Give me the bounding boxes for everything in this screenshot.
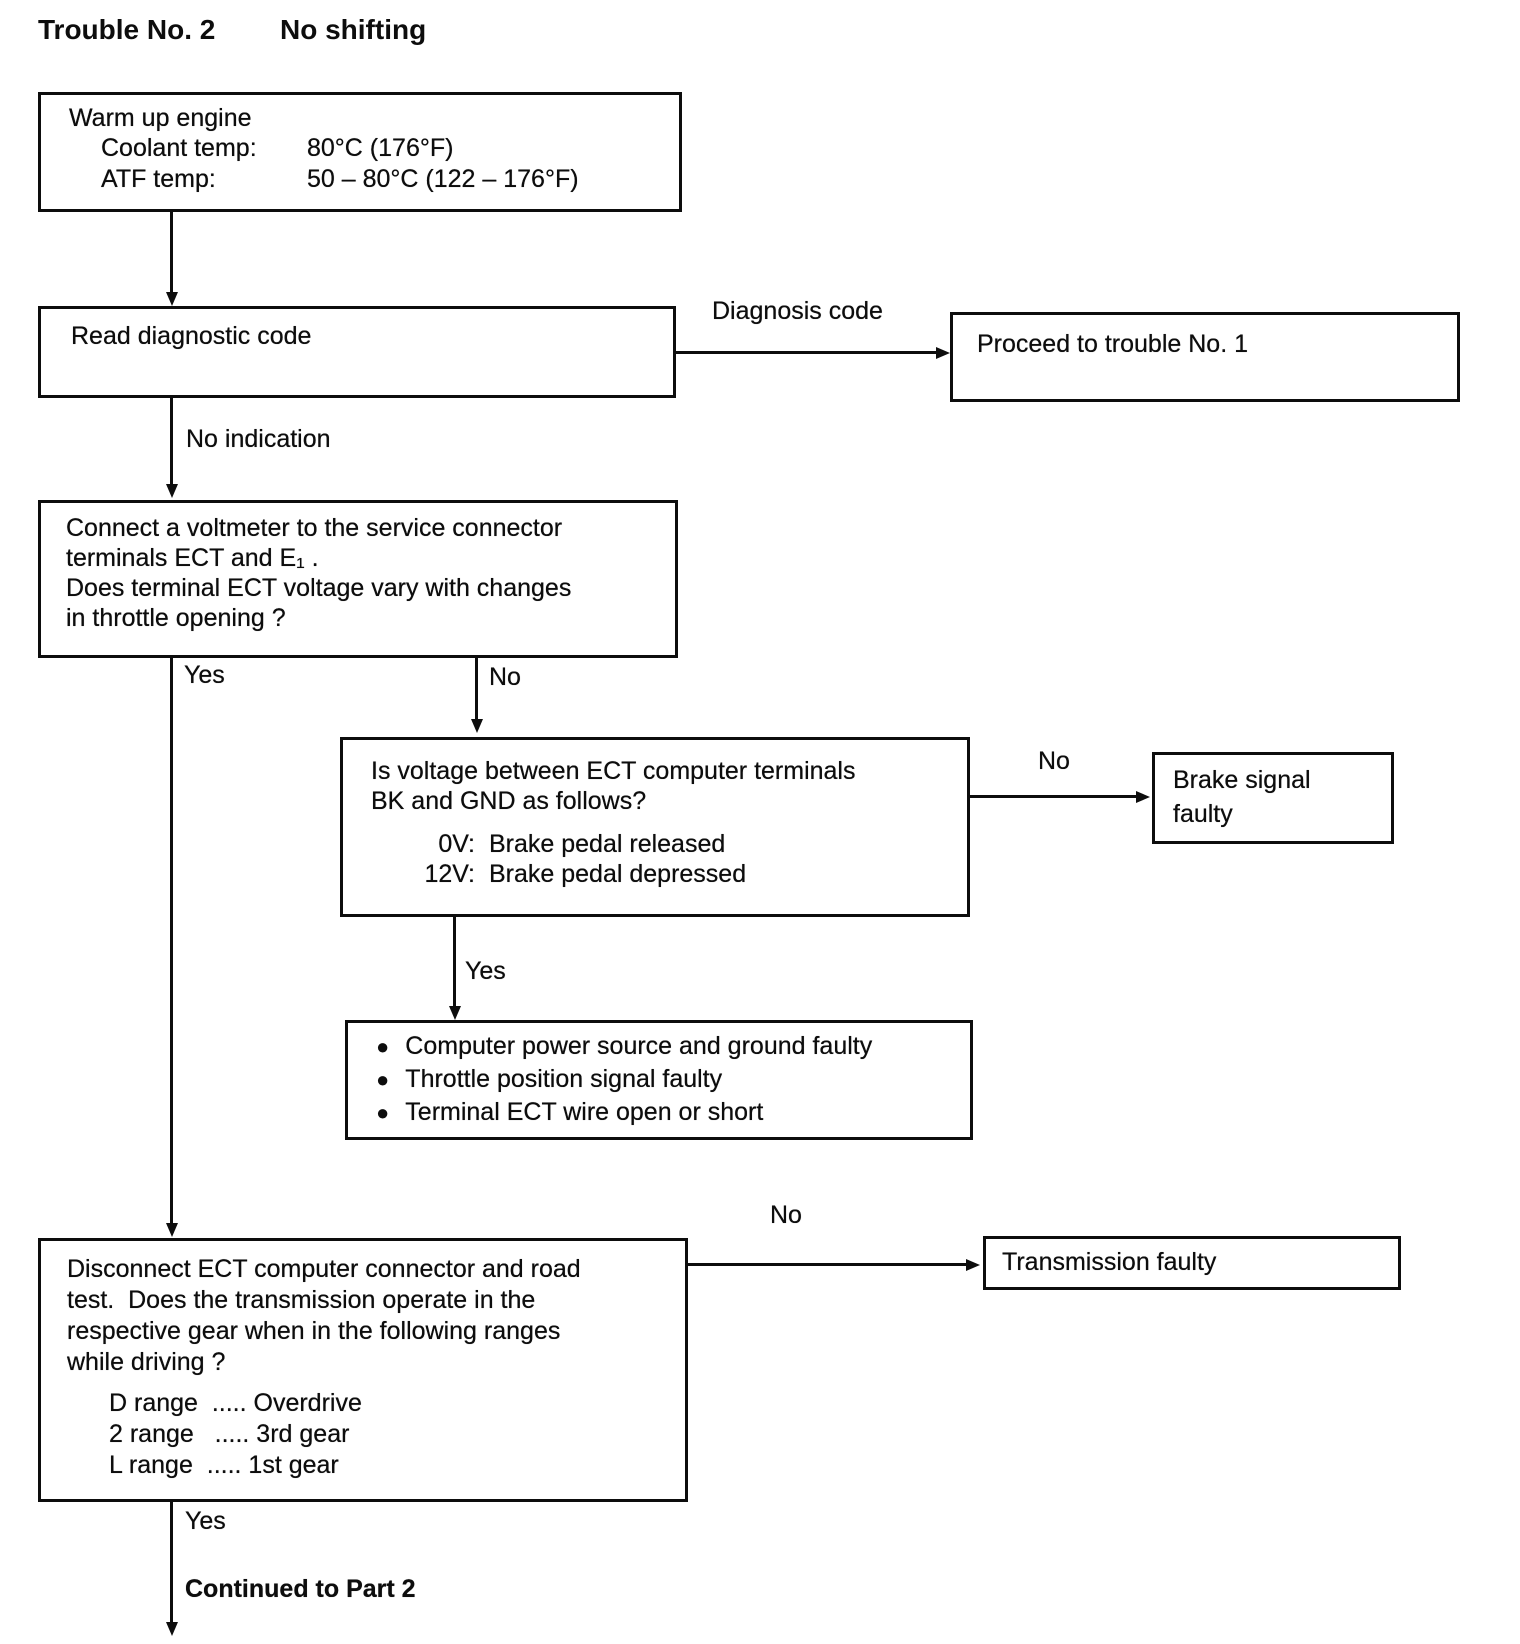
fault-item: ● Terminal ECT wire open or short: [376, 1096, 970, 1129]
range-item: 2 range ..... 3rd gear: [109, 1420, 350, 1448]
transmission-faulty-text: Transmission faulty: [1002, 1248, 1217, 1276]
arrowhead-down-icon: [166, 292, 178, 306]
read-diagnostic-code-text: Read diagnostic code: [71, 322, 312, 350]
warm-up-line: Warm up engine: [69, 104, 252, 132]
arrowhead-right-icon: [966, 1259, 980, 1271]
arrowhead-down-icon: [166, 1622, 178, 1636]
page-subtitle: No shifting: [280, 14, 427, 45]
range-item: D range ..... Overdrive: [109, 1389, 362, 1417]
connector-voltmeter-yes-to-roadtest: [170, 658, 173, 1223]
faults-list-box: ● Computer power source and ground fault…: [345, 1020, 973, 1140]
fault-item: ● Throttle position signal faulty: [376, 1063, 970, 1096]
arrowhead-down-icon: [449, 1006, 461, 1020]
connector-roadtest-to-transmission: [688, 1263, 966, 1266]
brake-faulty-line-2: faulty: [1173, 800, 1233, 828]
connector-readcode-to-voltmeter: [170, 398, 173, 484]
connector-warmup-to-readcode: [170, 212, 173, 292]
voltmeter-line-1: Connect a voltmeter to the service conne…: [66, 514, 563, 542]
connector-bkgnd-yes-to-faults: [453, 917, 456, 1006]
fault-item-text: Terminal ECT wire open or short: [405, 1098, 764, 1126]
voltmeter-box: Connect a voltmeter to the service conne…: [38, 500, 678, 658]
bk-gnd-voltage-box: Is voltage between ECT computer terminal…: [340, 737, 970, 917]
arrowhead-down-icon: [166, 484, 178, 498]
voltmeter-line-4: in throttle opening ?: [66, 604, 286, 632]
connector-bkgnd-to-brake: [970, 795, 1136, 798]
read-diagnostic-code-box: Read diagnostic code: [38, 306, 676, 398]
connector-voltmeter-no-to-bkgnd: [475, 658, 478, 719]
road-test-line-2: test. Does the transmission operate in t…: [67, 1286, 536, 1314]
bk-gnd-line-1: Is voltage between ECT computer terminal…: [371, 757, 856, 785]
brake-signal-faulty-box: Brake signal faulty: [1152, 752, 1394, 844]
proceed-to-trouble-text: Proceed to trouble No. 1: [977, 330, 1248, 358]
arrowhead-right-icon: [1136, 791, 1150, 803]
road-test-no-label: No: [770, 1201, 802, 1229]
voltmeter-line-2: terminals ECT and E₁ .: [66, 544, 319, 572]
fault-item-text: Computer power source and ground faulty: [405, 1032, 873, 1060]
voltmeter-no-label: No: [489, 663, 521, 691]
zero-volt-value: Brake pedal released: [489, 830, 726, 858]
coolant-temp-label: Coolant temp:: [101, 134, 257, 162]
atf-temp-value: 50 – 80°C (122 – 176°F): [307, 165, 579, 193]
fault-item: ● Computer power source and ground fault…: [376, 1030, 970, 1063]
coolant-temp-value: 80°C (176°F): [307, 134, 454, 162]
road-test-line-4: while driving ?: [67, 1348, 226, 1376]
bk-gnd-no-label: No: [1038, 747, 1070, 775]
continued-to-part2-label: Continued to Part 2: [185, 1575, 416, 1603]
connector-readcode-to-proceed: [676, 351, 936, 354]
bullet-icon: ●: [376, 1100, 390, 1125]
warm-up-engine-box: Warm up engine Coolant temp: 80°C (176°F…: [38, 92, 682, 212]
page-title: Trouble No. 2: [38, 14, 216, 45]
transmission-faulty-box: Transmission faulty: [983, 1236, 1401, 1290]
arrowhead-right-icon: [936, 347, 950, 359]
bk-gnd-line-2: BK and GND as follows?: [371, 787, 647, 815]
voltmeter-line-3: Does terminal ECT voltage vary with chan…: [66, 574, 572, 602]
no-indication-label: No indication: [186, 425, 331, 453]
road-test-box: Disconnect ECT computer connector and ro…: [38, 1238, 688, 1502]
twelve-volt-value: Brake pedal depressed: [489, 860, 747, 888]
zero-volt-label: 0V:: [438, 830, 475, 858]
voltmeter-yes-label: Yes: [184, 661, 225, 689]
bullet-icon: ●: [376, 1034, 390, 1059]
bullet-icon: ●: [376, 1067, 390, 1092]
road-test-line-1: Disconnect ECT computer connector and ro…: [67, 1255, 581, 1283]
brake-faulty-line-1: Brake signal: [1173, 766, 1311, 794]
connector-roadtest-yes-to-part2: [170, 1502, 173, 1622]
fault-item-text: Throttle position signal faulty: [405, 1065, 723, 1093]
diagnosis-code-label: Diagnosis code: [712, 297, 883, 325]
atf-temp-label: ATF temp:: [101, 165, 216, 193]
bk-gnd-yes-label: Yes: [465, 957, 506, 985]
twelve-volt-label: 12V:: [424, 860, 475, 888]
arrowhead-down-icon: [166, 1223, 178, 1237]
road-test-yes-label: Yes: [185, 1507, 226, 1535]
arrowhead-down-icon: [471, 719, 483, 733]
range-item: L range ..... 1st gear: [109, 1451, 339, 1479]
road-test-line-3: respective gear when in the following ra…: [67, 1317, 561, 1345]
proceed-to-trouble-box: Proceed to trouble No. 1: [950, 312, 1460, 402]
